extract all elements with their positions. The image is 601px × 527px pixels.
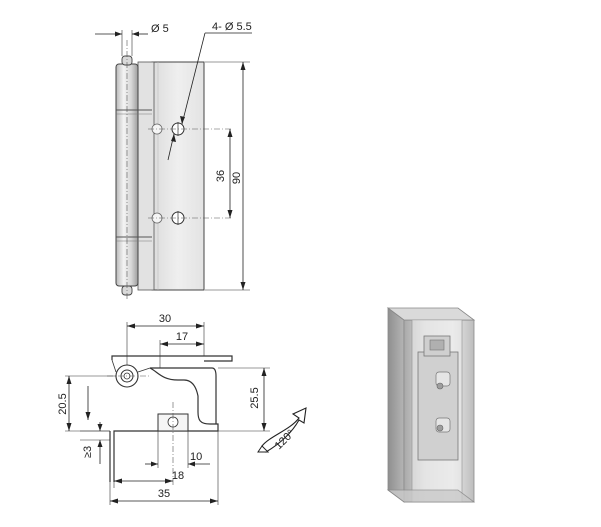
width-35-label: 35: [158, 488, 170, 500]
width-10-label: 10: [190, 451, 202, 463]
width-17-label: 17: [176, 331, 188, 343]
angle-label: 120°: [273, 428, 298, 453]
holes-label: 4- Ø 5.5: [212, 21, 252, 33]
width-30-label: 30: [159, 313, 171, 325]
rotation-arrow-icon: [257, 407, 307, 453]
height-25-5-label: 25.5: [249, 387, 261, 408]
height-20-5-label: 20.5: [57, 393, 69, 414]
hinge-3d-render: [386, 307, 476, 503]
front-view: Ø 5 4- Ø 5.5 90 36: [95, 21, 252, 300]
gap-3-label: ≥3: [82, 446, 94, 458]
hole-spacing-label: 36: [215, 170, 227, 182]
pin-diameter-label: Ø 5: [151, 23, 169, 35]
height-label: 90: [231, 172, 243, 184]
width-18-label: 18: [172, 470, 184, 482]
section-view: 30 17 20.5 ≥3 25.5: [57, 313, 307, 505]
